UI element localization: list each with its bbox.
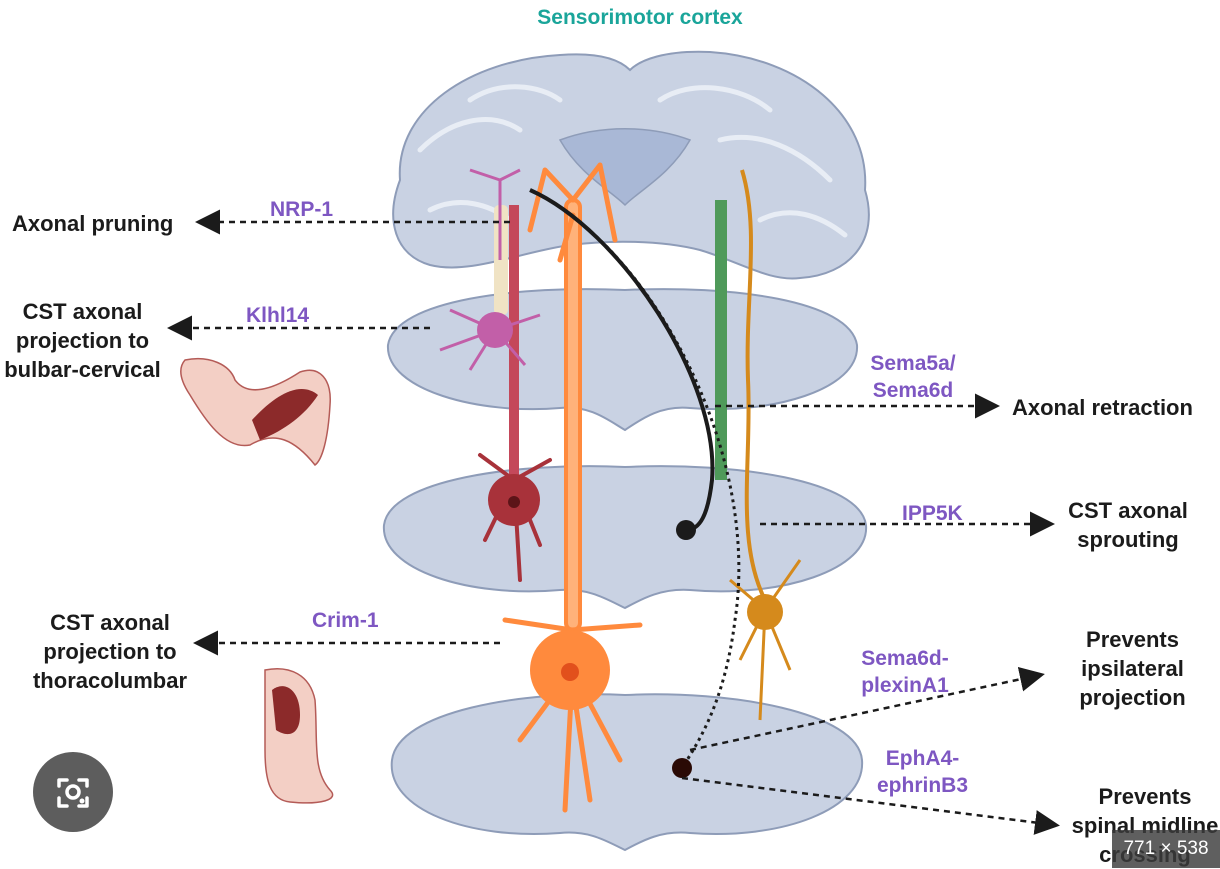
label-crim1: Crim-1 [312,609,379,632]
spinal-cord-cervical [386,288,859,432]
label-cst-bulbar-line1: CST axonal [22,299,143,324]
brain-section [392,50,870,280]
arrows [167,209,1060,835]
arm-illustration [180,358,331,467]
orange-neuron [502,162,643,813]
label-sema6d: Sema6d [872,379,954,402]
label-epha4: EphA4- [885,747,960,770]
label-sema5a: Sema5a/ [870,352,956,375]
label-cst-bulbar: CST axonal projection to bulbar-cervical [0,297,165,384]
label-epha4-ephrinb3: EphA4- ephrinB3 [855,745,990,799]
spinal-cord-lumbar [390,693,864,852]
google-lens-icon [57,778,89,808]
diagram-title: Sensorimotor cortex [537,6,743,29]
label-prevents-ipsilateral: Prevents ipsilateral projection [1060,625,1205,712]
label-plexina1: plexinA1 [861,674,949,697]
label-cst-thoraco-line3: thoracolumbar [32,668,188,693]
label-cst-thoracolumbar: CST axonal projection to thoracolumbar [20,608,200,695]
label-klhl14: Klhl14 [246,304,310,327]
label-cst-thoraco-line1: CST axonal [50,610,170,635]
spinal-cord-upper-thoracic [382,465,868,610]
label-cst-thoraco-line2: projection to [43,639,177,664]
label-nrp1: NRP-1 [270,198,334,221]
label-cst-sprouting-line1: CST axonal [1068,498,1188,523]
gold-neuron [729,169,802,721]
label-ephrinb3: ephrinB3 [876,774,968,797]
label-sema6d-dash: Sema6d- [861,647,949,670]
label-sema6d-plexina1: Sema6d- plexinA1 [840,645,970,699]
label-cst-sprouting-line2: sprouting [1077,527,1179,552]
label-axonal-retraction: Axonal retraction [1012,395,1193,420]
label-cst-bulbar-line2: projection to [15,328,150,353]
label-prevents-ipsi-line2: ipsilateral [1081,656,1184,681]
google-lens-button[interactable] [33,752,113,832]
image-size-badge: 771 × 538 [1112,830,1220,868]
green-axon [715,200,727,480]
red-neuron [478,205,552,582]
pink-neuron [439,168,541,371]
leg-illustration [264,668,334,804]
label-ipp5k: IPP5K [902,502,963,525]
label-axonal-pruning: Axonal pruning [12,211,174,236]
label-prevents-ipsi-line3: projection [1079,685,1186,710]
label-cst-bulbar-line3: bulbar-cervical [4,357,161,382]
label-prevents-ipsi-line1: Prevents [1086,627,1179,652]
label-cst-sprouting: CST axonal sprouting [1058,496,1198,554]
label-prevents-midline-line1: Prevents [1098,784,1192,809]
label-sema5a-sema6d: Sema5a/ Sema6d [848,350,978,404]
